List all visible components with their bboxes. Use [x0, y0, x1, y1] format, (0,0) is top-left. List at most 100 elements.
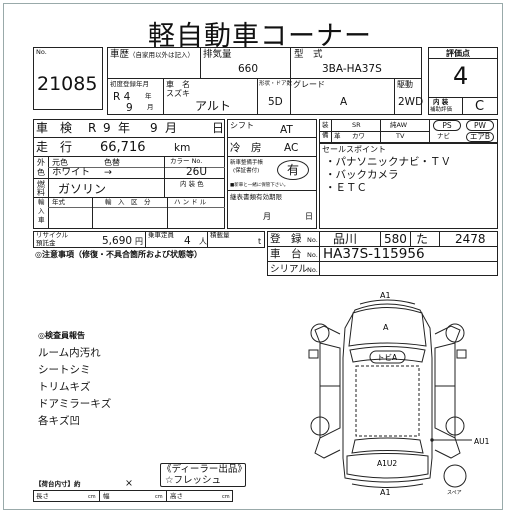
- inspection-month: 9: [150, 121, 158, 135]
- cargo-row: [33, 490, 233, 502]
- report-item-3: トリムキズ: [38, 381, 91, 393]
- fuel-label-a: 燃: [37, 180, 45, 189]
- report-item-5: 各キズ凹: [38, 415, 80, 427]
- report-label: ◎検査員報告: [38, 331, 85, 340]
- grade-value: A: [340, 96, 348, 108]
- chassis-number: HA37S-115956: [323, 246, 425, 262]
- color-code-label: カラー No.: [170, 157, 203, 165]
- diagram-bottom-label: A1: [380, 488, 391, 497]
- diagram-rear-right-label: AU1: [474, 437, 490, 446]
- chassis-no-label: No.: [307, 251, 318, 259]
- car-name-value: アルト: [195, 99, 231, 113]
- load-unit: t: [258, 237, 262, 246]
- fuel-label-b: 料: [37, 188, 45, 197]
- year-unit: 年: [145, 92, 152, 100]
- equipment-airbag-circle: エアB: [466, 132, 494, 142]
- equipment-awd: 純AW: [390, 121, 408, 129]
- first-reg-label: 初度登録年月: [110, 80, 149, 88]
- report-item-1: ルーム内汚れ: [38, 347, 101, 359]
- equipment-leather: 革: [334, 132, 341, 140]
- grade-label: グレード: [293, 80, 325, 89]
- equipment-tv: TV: [396, 132, 405, 140]
- interior-color-label: 内 装 色: [180, 180, 204, 188]
- recycle-row: [33, 231, 265, 248]
- equipment-ps-circle: PS: [433, 120, 461, 131]
- import-label-b: 入: [38, 207, 45, 215]
- expiry-month-unit: 月: [263, 212, 271, 221]
- diagram-top-label: A1: [380, 291, 391, 300]
- dealer-line-1: 《ディーラー出品》: [162, 464, 247, 475]
- score-box: [428, 47, 498, 115]
- import-label-c: 車: [38, 216, 45, 224]
- plate-grid: [267, 231, 498, 276]
- recycle-label: リサイクル: [36, 231, 69, 239]
- cargo-label: 【荷台内寸】約: [35, 480, 81, 488]
- expiry-day-unit: 日: [305, 212, 313, 221]
- mileage-label: 走 行: [36, 140, 73, 154]
- serial-label: シリアル: [270, 264, 308, 275]
- lot-number: 21085: [37, 73, 98, 95]
- score-value: 4: [453, 62, 469, 90]
- plate-label: 登 録: [270, 233, 302, 245]
- color-label-b: 色: [37, 168, 45, 177]
- plate-kana: た: [416, 232, 429, 246]
- score-label: 評価点: [446, 49, 470, 58]
- color-value: ホワイト: [52, 167, 91, 178]
- sales-points-label: セールスポイント: [322, 145, 386, 154]
- equipment-label-a: 装: [322, 121, 329, 129]
- diagram-spare-label: スペア: [447, 490, 462, 496]
- color-label-a: 外: [37, 158, 45, 167]
- registration-block: [107, 47, 422, 115]
- equipment-kawa: カワ: [352, 132, 365, 140]
- report-item-4: ドアミラーキズ: [38, 398, 112, 410]
- aircon-label: 冷 房: [230, 142, 262, 154]
- diagram-hood-label: A: [383, 323, 389, 332]
- maker-value: スズキ: [166, 89, 190, 98]
- warranty-circle: 有: [277, 160, 309, 180]
- import-category-label: 輸 入 区 分: [105, 198, 151, 206]
- expiry-label: 継表書類有効期限: [230, 193, 282, 201]
- dealer-stamp: [160, 463, 246, 487]
- plate-region: 品川: [333, 232, 358, 246]
- history-label: 車歴（自家用以外は記入）: [110, 49, 195, 60]
- plate-number: 2478: [455, 232, 486, 246]
- mileage-value: 66,716: [100, 140, 146, 155]
- equipment-navi: ナビ: [437, 132, 450, 140]
- import-year-label: 年式: [52, 198, 65, 206]
- month-unit: 月: [147, 103, 154, 111]
- import-label-a: 輸: [38, 198, 45, 206]
- equipment-pw-circle: PW: [466, 120, 494, 131]
- load-label: 積載量: [210, 231, 230, 239]
- interior-score: C: [475, 99, 485, 114]
- chassis-label: 車 台: [270, 248, 302, 260]
- color-code: 26U: [186, 166, 208, 178]
- equipment-label-b: 備: [322, 131, 329, 139]
- capacity-value: 4: [184, 235, 191, 247]
- door-value: 5D: [268, 96, 283, 108]
- inspection-day-unit: 日: [212, 121, 225, 135]
- sheet-title: 軽自動車コーナー: [148, 21, 372, 52]
- cargo-height-label: 高さ: [170, 492, 183, 500]
- warranty-label: 新車整備手帳: [230, 160, 264, 166]
- sales-point-1: ・パナソニックナビ・ＴＶ: [325, 156, 451, 168]
- sales-point-3: ・ＥＴＣ: [325, 182, 367, 194]
- cargo-length-label: 長さ: [36, 492, 49, 500]
- displacement-value: 660: [238, 63, 259, 75]
- first-reg-month: 9: [126, 102, 133, 114]
- serial-no-label: No.: [307, 266, 318, 274]
- report-item-2: シートシミ: [38, 364, 91, 376]
- first-reg-era: R 4: [113, 91, 131, 103]
- interior-sub-label: 補助評価: [430, 107, 453, 113]
- fuel-value: ガソリン: [58, 182, 107, 196]
- car-name-label: 車 名: [166, 80, 190, 89]
- model-label: 型 式: [294, 49, 323, 60]
- cargo-width-label: 幅: [103, 492, 110, 500]
- plate-class: 580: [384, 232, 407, 246]
- diagram-roof-label: トビA: [377, 353, 398, 362]
- recycle-sub-label: 預託金: [36, 239, 56, 247]
- recycle-value: 5,690: [102, 235, 133, 247]
- inspection-era: R: [88, 121, 97, 135]
- model-value: 3BA-HA37S: [322, 63, 382, 75]
- detail-grid: [33, 119, 225, 229]
- lot-box: [33, 47, 103, 110]
